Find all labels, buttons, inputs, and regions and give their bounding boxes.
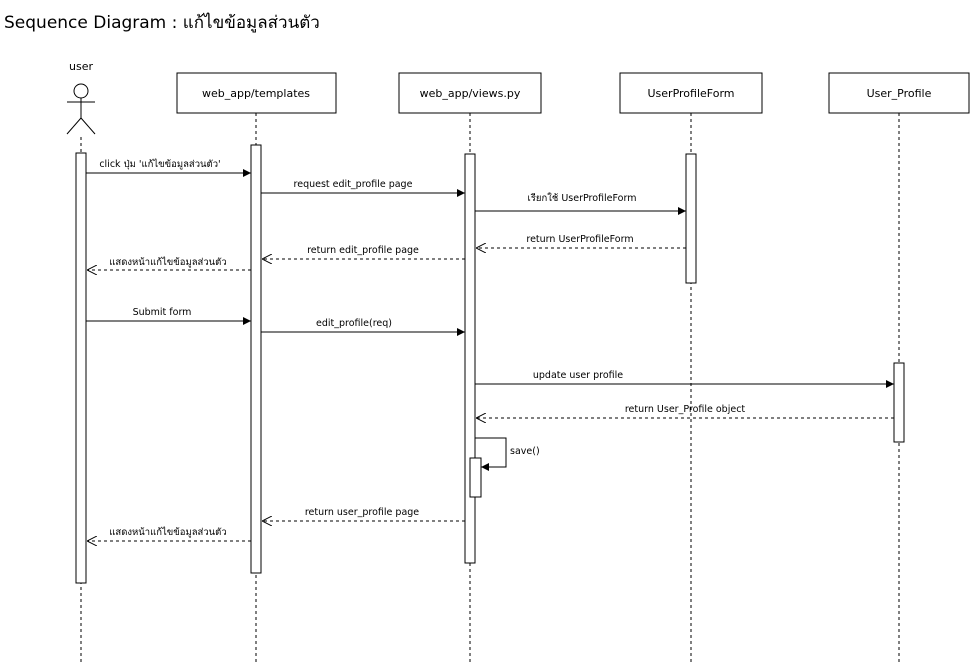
activation-bar-views <box>464 153 476 564</box>
message-label-call-form: เรียกใช้ UserProfileForm <box>528 192 637 204</box>
lifeline-label-views: web_app/views.py <box>420 87 521 100</box>
lifeline-box-form <box>619 72 763 114</box>
message-label-request-edit-profile: request edit_profile page <box>294 179 413 190</box>
message-label-save: save() <box>510 446 540 457</box>
message-label-update-user-profile: update user profile <box>533 370 623 381</box>
message-label-show-edit-page-final: แสดงหน้าแก้ไขข้อมูลส่วนตัว <box>109 526 226 538</box>
lifeline-label-profile: User_Profile <box>867 87 932 100</box>
activation-bar-templates <box>250 144 262 574</box>
message-label-show-edit-page: แสดงหน้าแก้ไขข้อมูลส่วนตัว <box>109 256 226 268</box>
page-title: Sequence Diagram : แก้ไขข้อมูลส่วนตัว <box>4 13 320 33</box>
activation-bar-form <box>685 153 697 284</box>
activation-bar-views-save <box>469 457 482 498</box>
actor-user-figure <box>66 83 96 135</box>
message-label-click: click ปุ่ม 'แก้ไขข้อมูลส่วนตัว' <box>99 158 220 170</box>
actor-user-label: user <box>69 60 93 73</box>
lifeline-box-templates <box>176 72 337 114</box>
lifeline-box-views <box>398 72 542 114</box>
message-label-return-form: return UserProfileForm <box>526 234 633 245</box>
activation-bar-user <box>75 152 87 584</box>
lifeline-label-form: UserProfileForm <box>648 87 735 100</box>
message-label-return-user-profile-object: return User_Profile object <box>625 404 746 415</box>
activation-bar-profile <box>893 362 905 443</box>
message-arrow-save <box>475 437 507 471</box>
message-label-return-edit-profile: return edit_profile page <box>307 245 419 256</box>
message-label-edit-profile-req: edit_profile(req) <box>316 318 392 329</box>
lifeline-label-templates: web_app/templates <box>202 87 310 100</box>
lifeline-box-profile <box>828 72 970 114</box>
message-label-return-user-profile-page: return user_profile page <box>305 507 419 518</box>
message-label-submit-form: Submit form <box>133 307 192 318</box>
